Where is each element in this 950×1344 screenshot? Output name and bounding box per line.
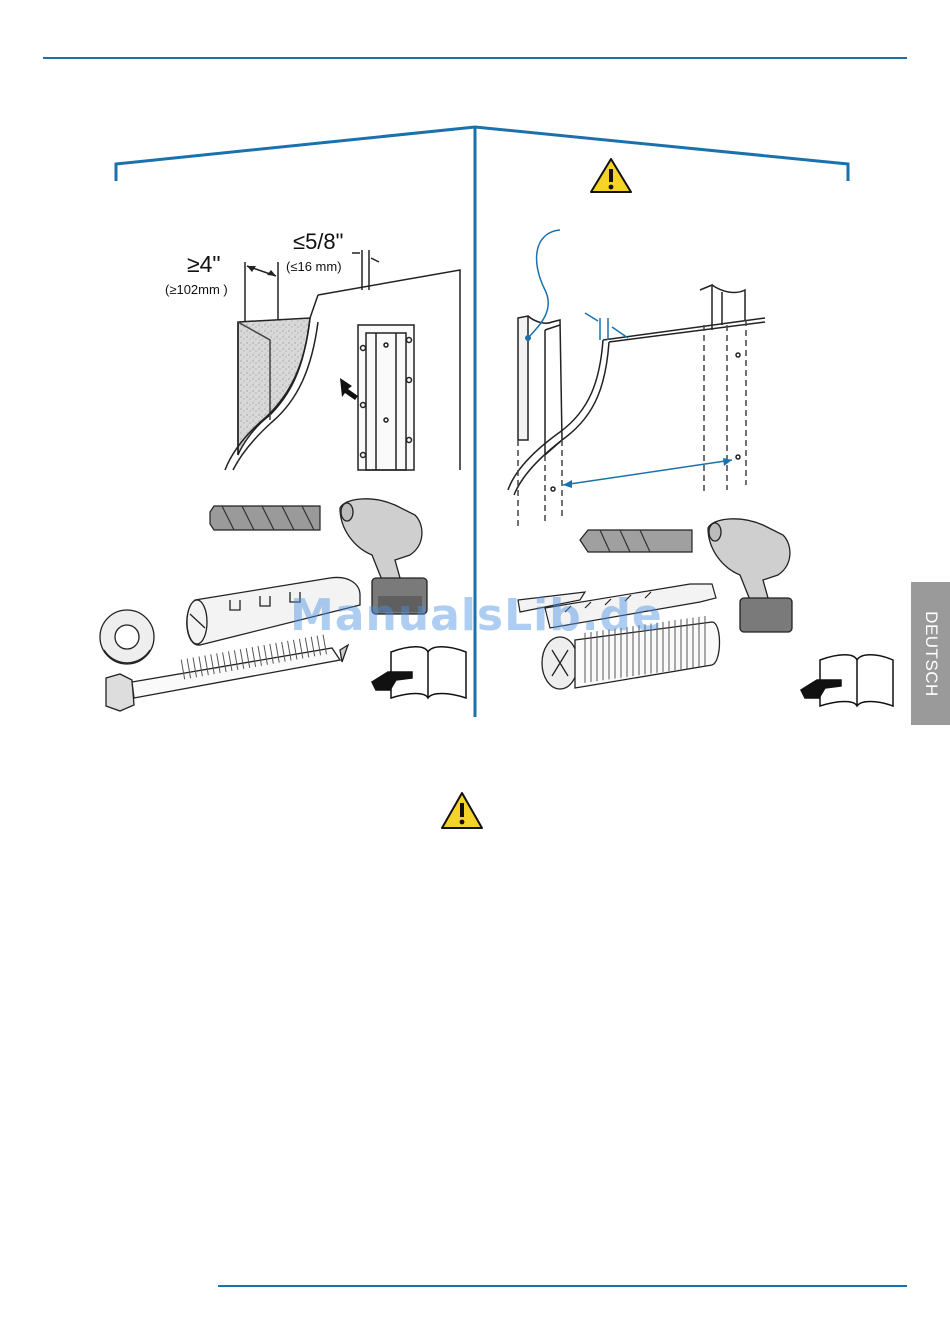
dim-left-label: ≥4"	[187, 251, 221, 277]
warning-icon	[591, 159, 631, 192]
left-panel-drawing	[225, 250, 460, 470]
dim-gap-mm-label: (≤16 mm)	[286, 259, 342, 274]
watermark: ManualsLib.de	[290, 590, 663, 641]
right-panel-drawing	[508, 230, 765, 530]
language-tab[interactable]: DEUTSCH	[911, 582, 950, 725]
dim-gap-label: ≤5/8"	[293, 229, 343, 254]
manual-book-icon	[372, 647, 466, 698]
manual-book-icon-right	[801, 655, 893, 706]
drill-bit-icon-right	[580, 530, 692, 552]
washer-icon	[100, 610, 154, 664]
warning-icon-center	[442, 793, 482, 828]
drill-icon-right	[708, 519, 792, 632]
language-tab-label: DEUTSCH	[921, 611, 941, 697]
footer-rule	[218, 1285, 907, 1287]
drill-bit-icon	[210, 506, 320, 530]
dim-left-mm-label: (≥102mm )	[165, 282, 228, 297]
